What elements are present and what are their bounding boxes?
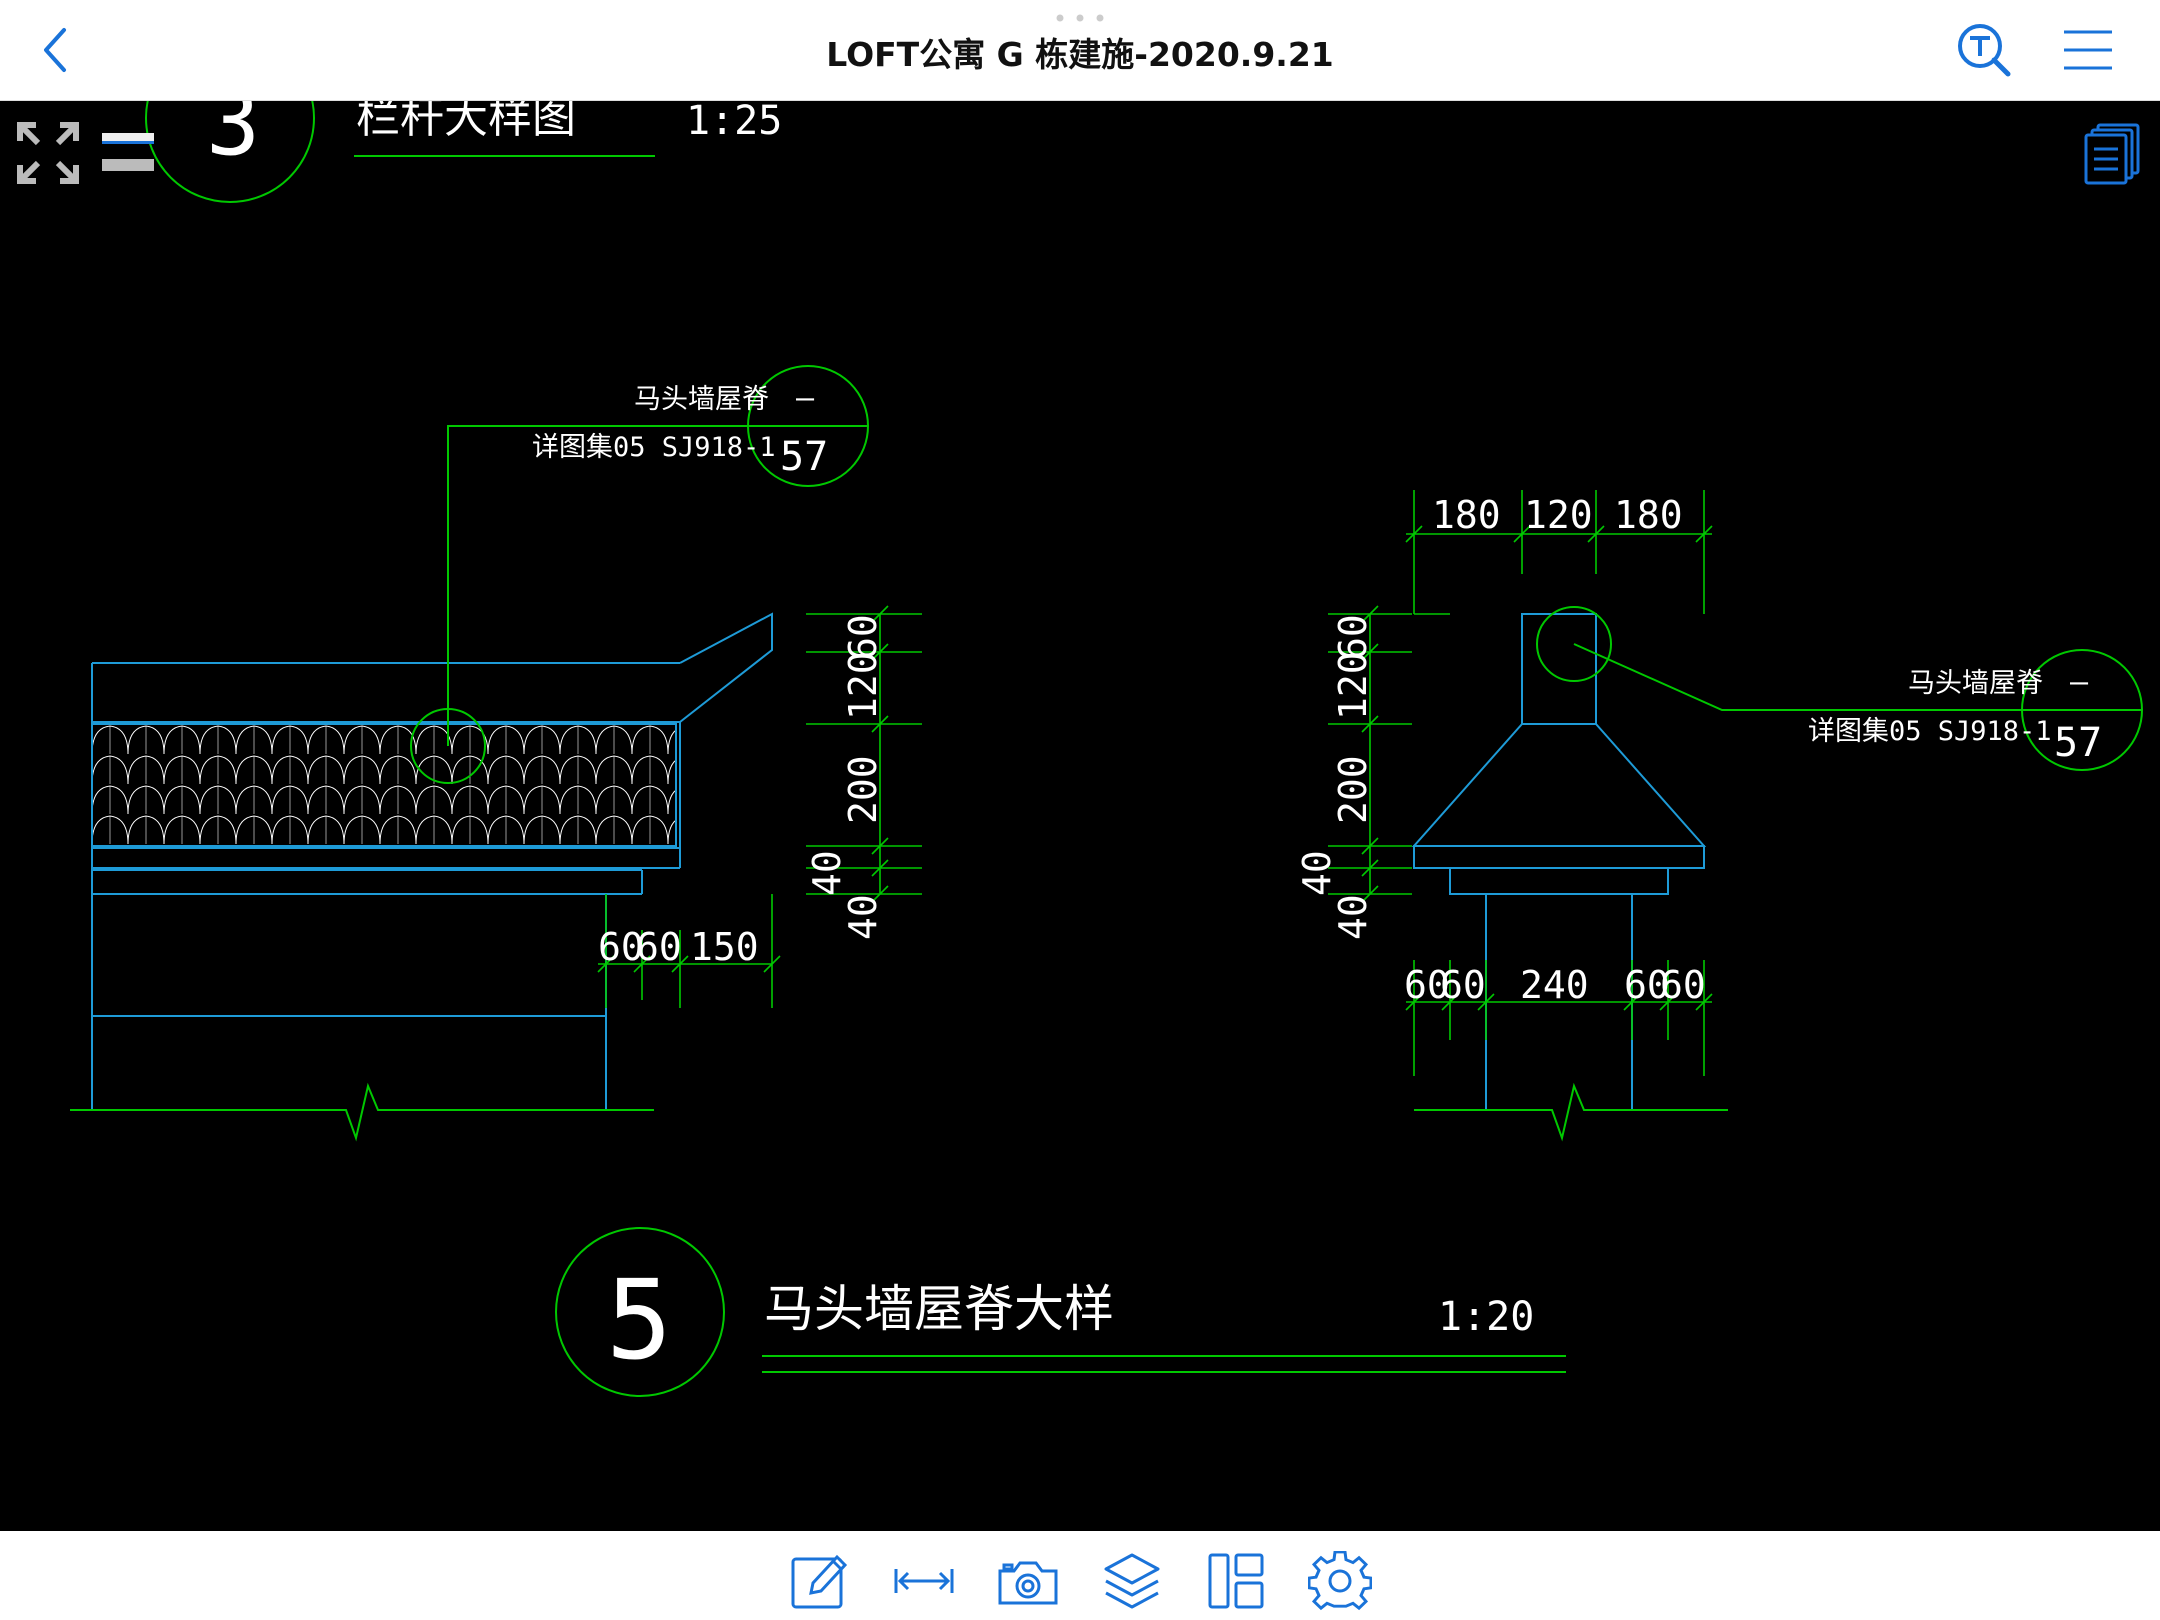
markup-pencil-icon	[791, 1554, 848, 1609]
settings-button[interactable]	[1307, 1550, 1373, 1611]
left-dim-h3: 150	[690, 925, 759, 969]
right-dim-top2: 120	[1524, 493, 1593, 537]
prev-detail-header: 3 栏杆大样图 1:25	[145, 33, 782, 203]
right-dim-top1: 180	[1432, 493, 1501, 537]
right-dim-v1: 120	[1331, 651, 1375, 720]
drawing-canvas[interactable]: 3 栏杆大样图 1:25 马头墙屋脊 详图集05 SJ918-1 – 57	[0, 33, 2160, 1531]
layers-icon	[1104, 1553, 1160, 1609]
layout-icon	[1208, 1553, 1264, 1609]
bottom-toolbar	[0, 1531, 2160, 1620]
page-title: LOFT公寓 G 栋建施-2020.9.21	[826, 35, 1334, 74]
prev-detail-number: 3	[206, 101, 260, 176]
text-search-button[interactable]	[1954, 20, 2014, 80]
detail-title: 马头墙屋脊大样	[764, 1280, 1114, 1338]
right-top-dimensions	[1405, 490, 1713, 615]
right-callout-bubble-top: –	[2070, 665, 2089, 700]
left-dim-h1: 60	[598, 925, 644, 969]
lineweight-icon	[102, 133, 154, 171]
detail-title-block: 5 马头墙屋脊大样 1:20	[555, 1227, 1566, 1397]
right-dim-v5: 40	[1331, 894, 1375, 940]
fit-view-button[interactable]	[16, 121, 80, 185]
left-dim-v1: 120	[841, 651, 885, 720]
top-bar: LOFT公寓 G 栋建施-2020.9.21	[0, 0, 2160, 101]
left-horizontal-dimensions	[597, 894, 781, 1008]
menu-button[interactable]	[2062, 26, 2114, 74]
left-vertical-dim-text: 120 60 200 40 40	[805, 614, 885, 940]
left-dim-v3: 200	[841, 755, 885, 824]
right-callout: 马头墙屋脊 详图集05 SJ918-1 – 57	[1536, 606, 2143, 771]
lineweight-button[interactable]	[100, 123, 156, 179]
camera-button[interactable]	[996, 1551, 1060, 1611]
camera-icon	[998, 1561, 1058, 1605]
measure-icon	[894, 1569, 954, 1593]
left-callout-bubble-bottom: 57	[780, 434, 828, 480]
left-dim-h2: 60	[636, 925, 682, 969]
right-dim-top3: 180	[1614, 493, 1683, 537]
detail-number: 5	[606, 1256, 672, 1384]
layers-button[interactable]	[1100, 1551, 1164, 1611]
markup-button[interactable]	[789, 1551, 853, 1611]
left-break-line	[70, 1082, 654, 1142]
left-dim-v4: 40	[805, 850, 849, 896]
right-dim-b4: 60	[1624, 963, 1670, 1007]
left-callout: 马头墙屋脊 详图集05 SJ918-1 – 57	[410, 365, 869, 784]
layout-button[interactable]	[1204, 1551, 1268, 1611]
right-dim-v3: 200	[1331, 755, 1375, 824]
sheet-list-button[interactable]	[2082, 123, 2142, 185]
settings-gear-icon	[1307, 1550, 1373, 1611]
left-dim-v2: 60	[841, 614, 885, 660]
left-callout-bubble-top: –	[796, 381, 815, 416]
right-dim-b5: 60	[1660, 963, 1706, 1007]
prev-detail-title: 栏杆大样图	[356, 101, 576, 143]
prev-detail-scale: 1:25	[686, 101, 782, 144]
right-vertical-dim-text: 120 60 200 40 40	[1295, 614, 1375, 940]
right-break-line	[1414, 1082, 1728, 1142]
right-dim-v2: 60	[1331, 614, 1375, 660]
right-section	[1411, 613, 1707, 1110]
left-dim-v5: 40	[841, 894, 885, 940]
expand-arrows-icon	[17, 122, 79, 184]
sheet-list-icon	[2084, 123, 2140, 185]
right-vertical-dimensions	[1328, 605, 1412, 903]
left-elevation	[91, 612, 773, 1110]
right-callout-bubble-bottom: 57	[2054, 720, 2102, 766]
text-search-icon	[1958, 24, 2011, 77]
right-dim-b3: 240	[1520, 963, 1589, 1007]
chevron-left-icon	[44, 28, 66, 72]
right-callout-label-bottom: 详图集05 SJ918-1	[1808, 716, 2052, 747]
back-button[interactable]	[36, 24, 76, 76]
drawing-svg[interactable]: 3 栏杆大样图 1:25 马头墙屋脊 详图集05 SJ918-1 – 57	[0, 33, 2160, 1531]
hamburger-menu-icon	[2064, 30, 2112, 70]
detail-scale: 1:20	[1438, 1294, 1534, 1340]
right-callout-label-top: 马头墙屋脊	[1908, 668, 2043, 699]
right-dim-b2: 60	[1440, 963, 1486, 1007]
left-callout-label-top: 马头墙屋脊	[634, 384, 769, 415]
right-bottom-dimensions	[1405, 960, 1713, 1076]
measure-button[interactable]	[892, 1551, 956, 1611]
right-dim-b1: 60	[1404, 963, 1450, 1007]
left-vertical-dimensions	[806, 605, 922, 903]
grab-handle	[1056, 14, 1104, 22]
left-callout-label-bottom: 详图集05 SJ918-1	[532, 432, 776, 463]
right-dim-v4: 40	[1295, 850, 1339, 896]
